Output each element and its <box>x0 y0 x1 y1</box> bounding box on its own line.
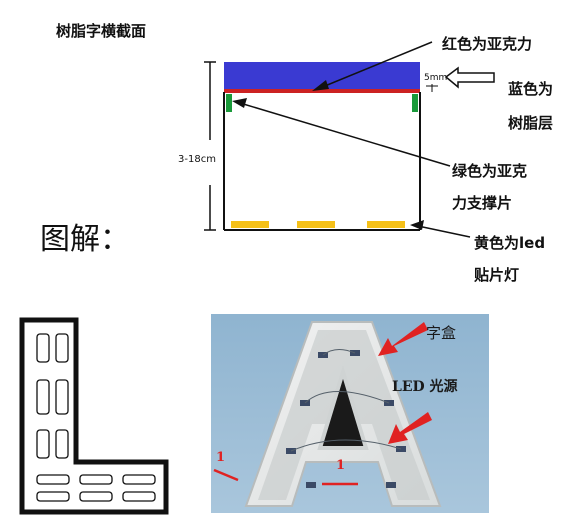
support-label-line2: 力支撑片 <box>452 194 513 212</box>
photo-box-label: 字盒 <box>426 324 457 342</box>
led-chip-3 <box>367 221 405 228</box>
led-chip-1 <box>231 221 269 228</box>
light-red-arrow-icon <box>388 412 432 444</box>
caption-text: 图解： <box>40 222 130 257</box>
led-label-line2: 贴片灯 <box>474 266 520 284</box>
diagram-title: 树脂字横截面 <box>56 22 147 40</box>
height-label: 3-18cm <box>178 154 216 165</box>
acrylic-arrow-icon <box>312 41 433 91</box>
resin-label-line2: 树脂层 <box>508 114 554 132</box>
acrylic-label: 红色为亚克力 <box>442 35 533 53</box>
letter-l-sketch <box>19 317 169 515</box>
photo-marker-right: 1 <box>336 458 346 473</box>
photo-light-label: LED 光源 <box>392 379 458 395</box>
support-label-line1: 绿色为亚克 <box>452 162 528 180</box>
led-chip-2 <box>297 221 335 228</box>
letter-a-photo <box>211 314 489 513</box>
support-piece-right <box>412 94 418 112</box>
led-arrow-icon <box>410 220 471 238</box>
resin-label-line1: 蓝色为 <box>508 80 554 98</box>
acrylic-layer <box>224 89 420 93</box>
support-piece-left <box>226 94 232 112</box>
led-label-line1: 黄色为led <box>474 234 546 252</box>
photo-marker-left: 1 <box>216 450 226 465</box>
box-red-arrow-icon <box>378 322 428 356</box>
support-arrow-icon <box>232 98 451 167</box>
resin-hollow-arrow-icon <box>444 66 495 89</box>
thickness-label: 5mm <box>424 73 448 83</box>
